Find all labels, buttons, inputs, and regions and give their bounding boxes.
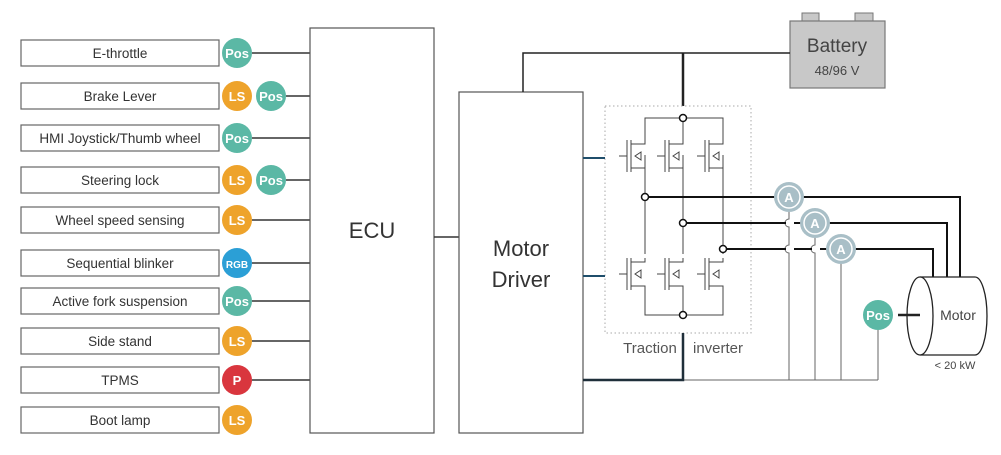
peripheral-item: Brake Lever LS Pos <box>20 81 310 111</box>
peripheral-box <box>20 249 220 277</box>
battery-wiring <box>522 52 790 106</box>
peripheral-item: Active fork suspension Pos <box>20 286 310 316</box>
peripheral-box <box>20 124 220 152</box>
current-sensors: A A A <box>774 182 856 264</box>
linear-sensor-icon: LS <box>222 165 252 195</box>
sensor-label: Pos <box>866 308 890 323</box>
gate-drive-lines <box>583 157 605 277</box>
peripheral-box <box>20 82 220 110</box>
inverter-label-left: Traction <box>623 340 677 357</box>
peripheral-box <box>20 327 220 355</box>
peripheral-box <box>20 287 220 315</box>
peripheral-label: Active fork suspension <box>52 294 187 309</box>
peripheral-item: E-throttle Pos <box>20 38 310 68</box>
battery-label: Battery <box>807 36 868 57</box>
sensor-label: Pos <box>225 46 249 61</box>
peripheral-label: Side stand <box>88 334 152 349</box>
peripheral-item: HMI Joystick/Thumb wheel Pos <box>20 123 310 153</box>
peripheral-label: Wheel speed sensing <box>55 213 184 228</box>
sensor-label: Pos <box>259 89 283 104</box>
position-sensor-icon: Pos <box>256 81 286 111</box>
sensor-label: LS <box>229 173 246 188</box>
peripheral-label: Steering lock <box>81 173 159 188</box>
rgb-led-icon: RGB <box>222 248 252 278</box>
linear-sensor-icon: LS <box>222 81 252 111</box>
motor-label: Motor <box>940 307 976 323</box>
battery-voltage: 48/96 V <box>815 63 860 78</box>
peripheral-box <box>20 406 220 434</box>
peripheral-label: TPMS <box>101 373 139 388</box>
peripheral-item: Boot lamp LS <box>20 405 252 435</box>
peripheral-item: Side stand LS <box>20 326 310 356</box>
sensor-label: RGB <box>226 260 248 271</box>
ammeter-icon: A <box>800 208 830 238</box>
motor-driver-label-line1: Motor <box>493 236 549 261</box>
battery: Battery 48/96 V <box>789 12 886 89</box>
position-sensor-icon: Pos <box>222 123 252 153</box>
sensor-label: LS <box>229 89 246 104</box>
peripheral-box <box>20 206 220 234</box>
motor-rating: < 20 kW <box>935 360 976 372</box>
sensor-label: Pos <box>225 131 249 146</box>
peripheral-box <box>20 366 220 394</box>
peripheral-label: Brake Lever <box>84 89 157 104</box>
linear-sensor-icon: LS <box>222 326 252 356</box>
sensor-label: LS <box>229 413 246 428</box>
peripheral-item: TPMS P <box>20 365 310 395</box>
ammeter-icon: A <box>774 182 804 212</box>
peripheral-label: Sequential blinker <box>66 256 174 271</box>
position-sensor-icon: Pos <box>222 38 252 68</box>
peripheral-box <box>20 166 220 194</box>
sensor-label: A <box>784 190 794 205</box>
peripheral-box <box>20 39 220 67</box>
traction-inverter: Traction inverter <box>604 105 752 357</box>
motor: Motor < 20 kW <box>898 276 988 372</box>
ecu-block: ECU <box>309 27 435 434</box>
sensor-label: A <box>836 242 846 257</box>
sensor-label: LS <box>229 213 246 228</box>
sensor-label: Pos <box>225 294 249 309</box>
sensor-label: Pos <box>259 173 283 188</box>
dc-bus-return <box>583 333 685 382</box>
motor-position-sensor: Pos <box>863 300 893 330</box>
linear-sensor-icon: LS <box>222 405 252 435</box>
peripheral-label: HMI Joystick/Thumb wheel <box>39 131 200 146</box>
peripheral-label: Boot lamp <box>90 413 151 428</box>
peripheral-item: Steering lock LS Pos <box>20 165 310 195</box>
sense-wiring <box>683 210 879 381</box>
ammeter-icon: A <box>826 234 856 264</box>
linear-sensor-icon: LS <box>222 205 252 235</box>
pressure-sensor-icon: P <box>222 365 252 395</box>
position-sensor-icon: Pos <box>863 300 893 330</box>
phase-lines <box>645 196 961 277</box>
motor-driver-label-line2: Driver <box>492 267 551 292</box>
peripheral-label: E-throttle <box>93 46 148 61</box>
sensor-label: P <box>233 373 242 388</box>
peripheral-item: Sequential blinker RGB <box>20 248 310 278</box>
motor-driver-block: Motor Driver <box>458 91 584 434</box>
inverter-label-right: inverter <box>693 340 743 357</box>
sensor-label: A <box>810 216 820 231</box>
position-sensor-icon: Pos <box>256 165 286 195</box>
nodes <box>640 113 728 320</box>
position-sensor-icon: Pos <box>222 286 252 316</box>
ecu-label: ECU <box>349 218 395 243</box>
sensor-label: LS <box>229 334 246 349</box>
peripheral-item: Wheel speed sensing LS <box>20 205 310 235</box>
